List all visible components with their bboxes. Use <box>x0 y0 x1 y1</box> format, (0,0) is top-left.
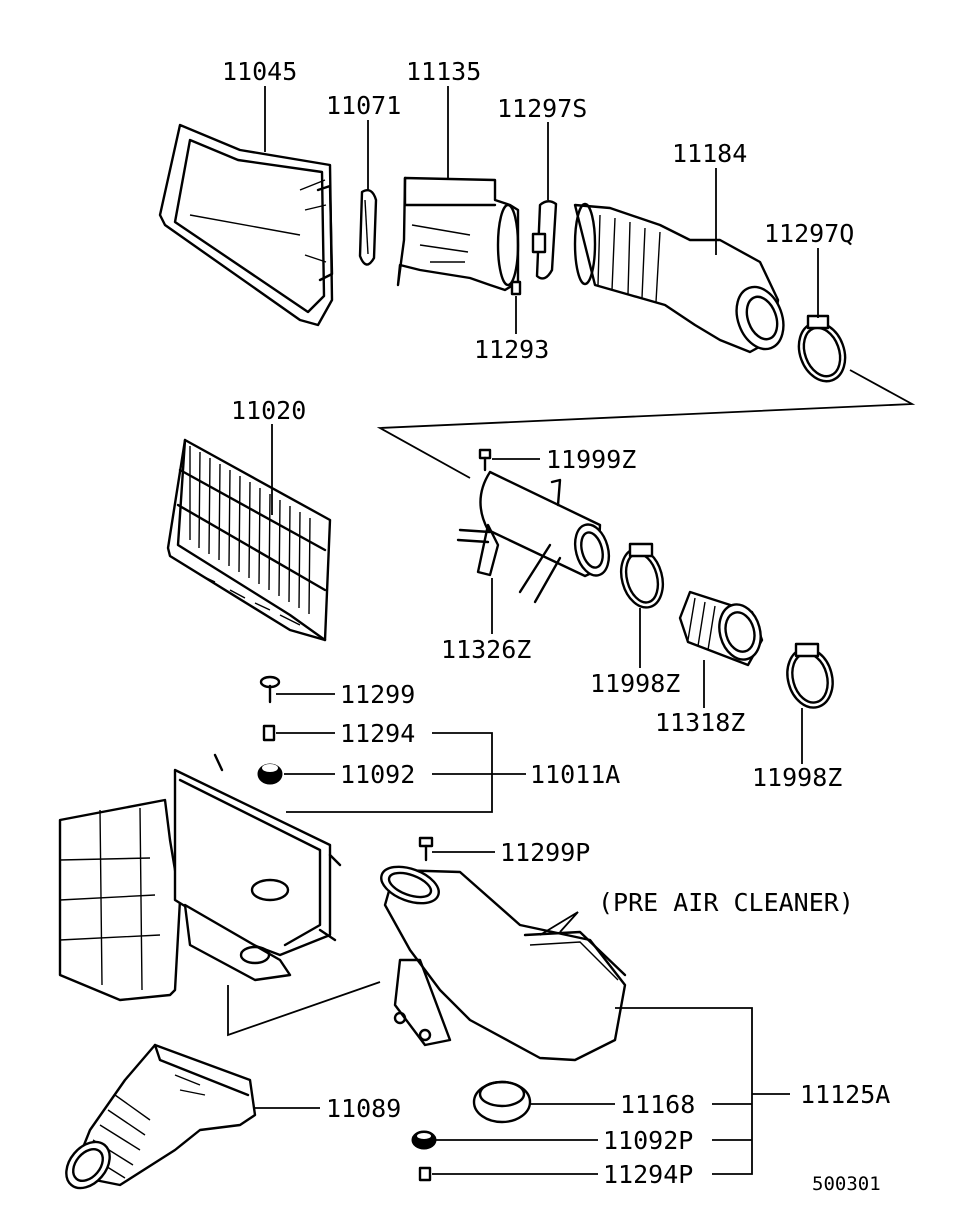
air-flow-sensor-part[interactable] <box>396 176 520 292</box>
label-11297s: 11297S <box>497 94 587 123</box>
catalog-number: 500301 <box>812 1173 881 1195</box>
air-filter-element-part[interactable] <box>166 438 332 642</box>
collar-part[interactable] <box>262 724 276 742</box>
label-11318z: 11318Z <box>655 708 745 737</box>
resonator-bolt-part[interactable] <box>478 448 492 472</box>
body-screw-part[interactable] <box>259 675 281 704</box>
collar-part[interactable] <box>418 1166 432 1182</box>
label-11297q: 11297Q <box>764 219 854 248</box>
label-11326z: 11326Z <box>441 635 531 664</box>
label-11011a: 11011A <box>530 760 620 789</box>
duct-cap-part[interactable] <box>472 1080 532 1124</box>
air-cleaner-body-part[interactable] <box>58 753 342 1002</box>
duct-bolt-part[interactable] <box>418 836 434 862</box>
label-11089: 11089 <box>326 1094 401 1123</box>
rubber-bushing-part[interactable] <box>411 1130 437 1150</box>
label-11299p: 11299P <box>500 838 590 867</box>
joint-hose-part[interactable] <box>678 590 767 667</box>
label-11999z: 11999Z <box>546 445 636 474</box>
intake-hose-part[interactable] <box>573 202 792 356</box>
hose-clamp-part[interactable] <box>531 200 558 280</box>
label-11299: 11299 <box>340 680 415 709</box>
label-11020: 11020 <box>231 396 306 425</box>
label-11092p: 11092P <box>603 1126 693 1155</box>
gasket-part[interactable] <box>358 189 378 266</box>
label-11125a: 11125A <box>800 1080 890 1109</box>
sensor-screw-part[interactable] <box>510 280 522 296</box>
label-11294: 11294 <box>340 719 415 748</box>
label-11092: 11092 <box>340 760 415 789</box>
pre-air-cleaner-duct-part[interactable] <box>376 860 627 1062</box>
hose-clamp-part[interactable] <box>615 542 669 612</box>
rubber-bushing-part[interactable] <box>257 763 283 785</box>
pre-air-cleaner-note: (PRE AIR CLEANER) <box>598 888 854 917</box>
resonator-part[interactable] <box>456 470 614 604</box>
intake-duct-part[interactable] <box>57 1043 257 1196</box>
hose-clamp-part[interactable] <box>781 642 839 712</box>
label-11045: 11045 <box>222 57 297 86</box>
label-11998z-a: 11998Z <box>590 669 680 698</box>
hose-clamp-part[interactable] <box>791 314 853 388</box>
air-cleaner-cover-part[interactable] <box>158 123 334 327</box>
label-11168: 11168 <box>620 1090 695 1119</box>
label-11071: 11071 <box>326 91 401 120</box>
label-11135: 11135 <box>406 57 481 86</box>
label-11184: 11184 <box>672 139 747 168</box>
label-11998z-b: 11998Z <box>752 763 842 792</box>
label-11293: 11293 <box>474 335 549 364</box>
label-11294p: 11294P <box>603 1160 693 1189</box>
